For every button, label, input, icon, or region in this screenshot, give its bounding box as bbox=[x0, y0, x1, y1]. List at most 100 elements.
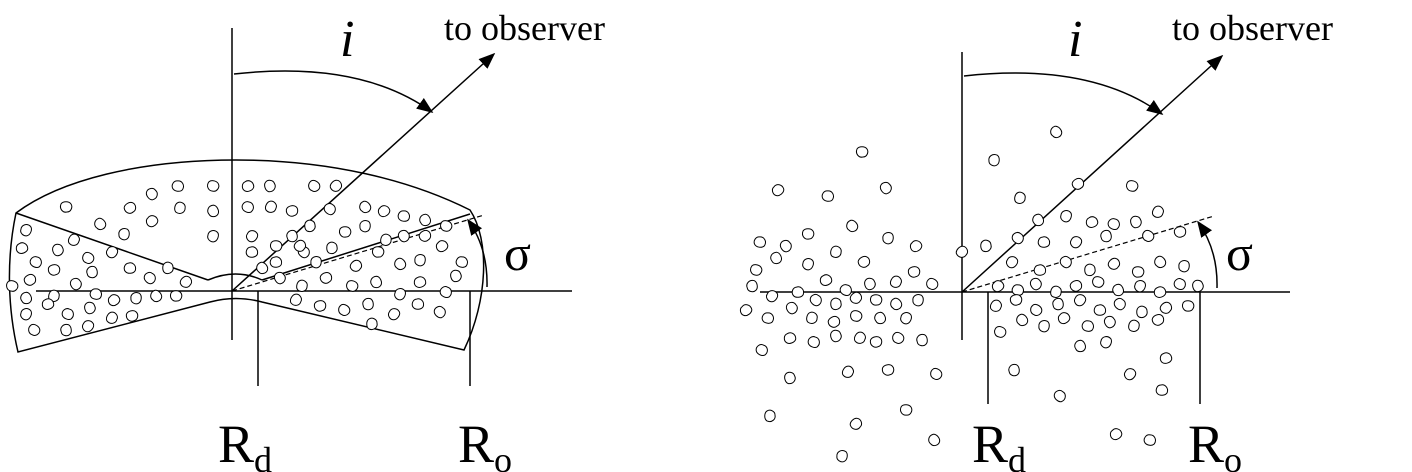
cloud-clump bbox=[375, 203, 393, 220]
cloud-clump bbox=[143, 213, 161, 230]
cloud-clump bbox=[26, 322, 43, 339]
cloud-clump bbox=[254, 259, 271, 277]
cloud-clump bbox=[1072, 338, 1088, 354]
rd-label: Rd bbox=[972, 414, 1026, 472]
cloud-clump bbox=[240, 199, 256, 215]
cloud-clump bbox=[1126, 318, 1142, 334]
cloud-clump bbox=[321, 200, 339, 218]
cloud-clump bbox=[1105, 255, 1123, 273]
cloud-clump bbox=[1151, 253, 1169, 271]
cloud-clump bbox=[1102, 313, 1118, 330]
cloud-clump bbox=[80, 250, 97, 266]
cloud-clump bbox=[1110, 282, 1126, 298]
cloud-clump bbox=[18, 290, 34, 306]
cloud-clump bbox=[768, 250, 784, 266]
cloud-clump bbox=[848, 308, 864, 324]
rd-label: Rd bbox=[218, 414, 272, 472]
cloud-clump bbox=[1067, 233, 1084, 251]
torus-cone-edge-upper-right bbox=[261, 213, 471, 281]
cloud-clump bbox=[805, 310, 819, 326]
cloud-clump bbox=[890, 330, 907, 347]
cloud-clump bbox=[240, 178, 256, 194]
cloud-clump bbox=[753, 342, 770, 358]
cloud-clump bbox=[1048, 284, 1063, 300]
cloud-clump bbox=[1093, 303, 1107, 317]
cloud-clump bbox=[906, 265, 922, 279]
cloud-clump bbox=[805, 334, 822, 350]
clumpy-panel: i to observer σ Rd Ro bbox=[737, 8, 1333, 472]
cloud-clump bbox=[88, 287, 103, 301]
cloud-clump bbox=[1111, 295, 1129, 313]
cloud-clump bbox=[413, 253, 427, 267]
cloud-clump bbox=[1047, 123, 1065, 141]
cloud-clump bbox=[888, 273, 904, 290]
cloud-clump bbox=[14, 240, 30, 256]
cloud-clump bbox=[915, 333, 929, 348]
cloud-clump bbox=[59, 323, 73, 338]
cloud-clump bbox=[1157, 299, 1175, 317]
cloud-clump bbox=[79, 317, 97, 335]
cloud-clump bbox=[1136, 305, 1148, 319]
cloud-clump bbox=[162, 261, 174, 275]
cloud-clump bbox=[243, 227, 260, 245]
cloud-clump bbox=[1014, 311, 1031, 329]
cloud-clump bbox=[50, 242, 66, 258]
cloud-clump bbox=[105, 292, 123, 309]
cloud-clump bbox=[1037, 319, 1051, 333]
cloud-clump bbox=[1028, 302, 1045, 319]
cloud-clump bbox=[288, 291, 304, 308]
cloud-clump bbox=[782, 370, 797, 386]
cloud-clump bbox=[988, 297, 1004, 314]
opening-angle-line bbox=[961, 215, 1215, 293]
cloud-clump bbox=[347, 257, 365, 275]
cloud-clump bbox=[1070, 176, 1087, 192]
cloud-clump bbox=[881, 363, 896, 377]
cloud-clump bbox=[18, 222, 34, 238]
inclination-label: i bbox=[1068, 11, 1082, 68]
cloud-clump bbox=[1099, 229, 1113, 244]
cloud-clump bbox=[59, 201, 73, 213]
cloud-clump bbox=[263, 198, 279, 215]
cloud-clump bbox=[46, 263, 62, 277]
cloud-clump bbox=[828, 328, 844, 344]
cloud-clump bbox=[85, 265, 99, 280]
torus-panel: i to observer σ Rd Ro bbox=[4, 8, 605, 472]
cloud-clump bbox=[1037, 235, 1051, 249]
cloud-clump bbox=[911, 293, 925, 307]
cloud-clump bbox=[284, 203, 300, 218]
cloud-clump bbox=[843, 217, 861, 235]
torus-inner-hole-top bbox=[207, 273, 263, 281]
observer-direction-arrow bbox=[231, 52, 496, 292]
cloud-clump bbox=[366, 317, 378, 331]
cloud-clump bbox=[1055, 310, 1073, 327]
cloud-clump bbox=[807, 291, 825, 309]
cloud-clump bbox=[318, 270, 335, 286]
cloud-clump bbox=[818, 272, 834, 288]
cloud-clump bbox=[18, 306, 34, 322]
cloud-clump bbox=[82, 300, 98, 316]
sigma-label: σ bbox=[504, 225, 531, 281]
cloud-clump bbox=[1150, 203, 1166, 220]
cloud-clump bbox=[1131, 265, 1145, 278]
cloud-clump bbox=[979, 239, 992, 253]
cloud-clump bbox=[924, 276, 941, 292]
cloud-clump bbox=[835, 449, 849, 464]
cloud-clump bbox=[782, 330, 798, 346]
cloud-clump bbox=[1132, 278, 1148, 294]
cloud-clump bbox=[764, 409, 776, 423]
cloud-clump bbox=[358, 219, 372, 233]
observer-label: to observer bbox=[1172, 8, 1333, 48]
cloud-clump bbox=[881, 231, 895, 245]
cloud-clump bbox=[306, 178, 323, 194]
cloud-clump bbox=[872, 310, 888, 326]
cloud-clump bbox=[67, 275, 84, 292]
cloud-clump bbox=[417, 212, 433, 228]
cloud-clump bbox=[898, 310, 914, 326]
cloud-clump bbox=[1181, 299, 1195, 313]
cloud-clump bbox=[326, 241, 338, 255]
observer-label: to observer bbox=[444, 8, 605, 48]
cloud-clump bbox=[336, 302, 353, 319]
cloud-clump bbox=[1030, 212, 1046, 228]
cloud-clump bbox=[748, 262, 764, 278]
cloud-clump bbox=[826, 314, 843, 330]
